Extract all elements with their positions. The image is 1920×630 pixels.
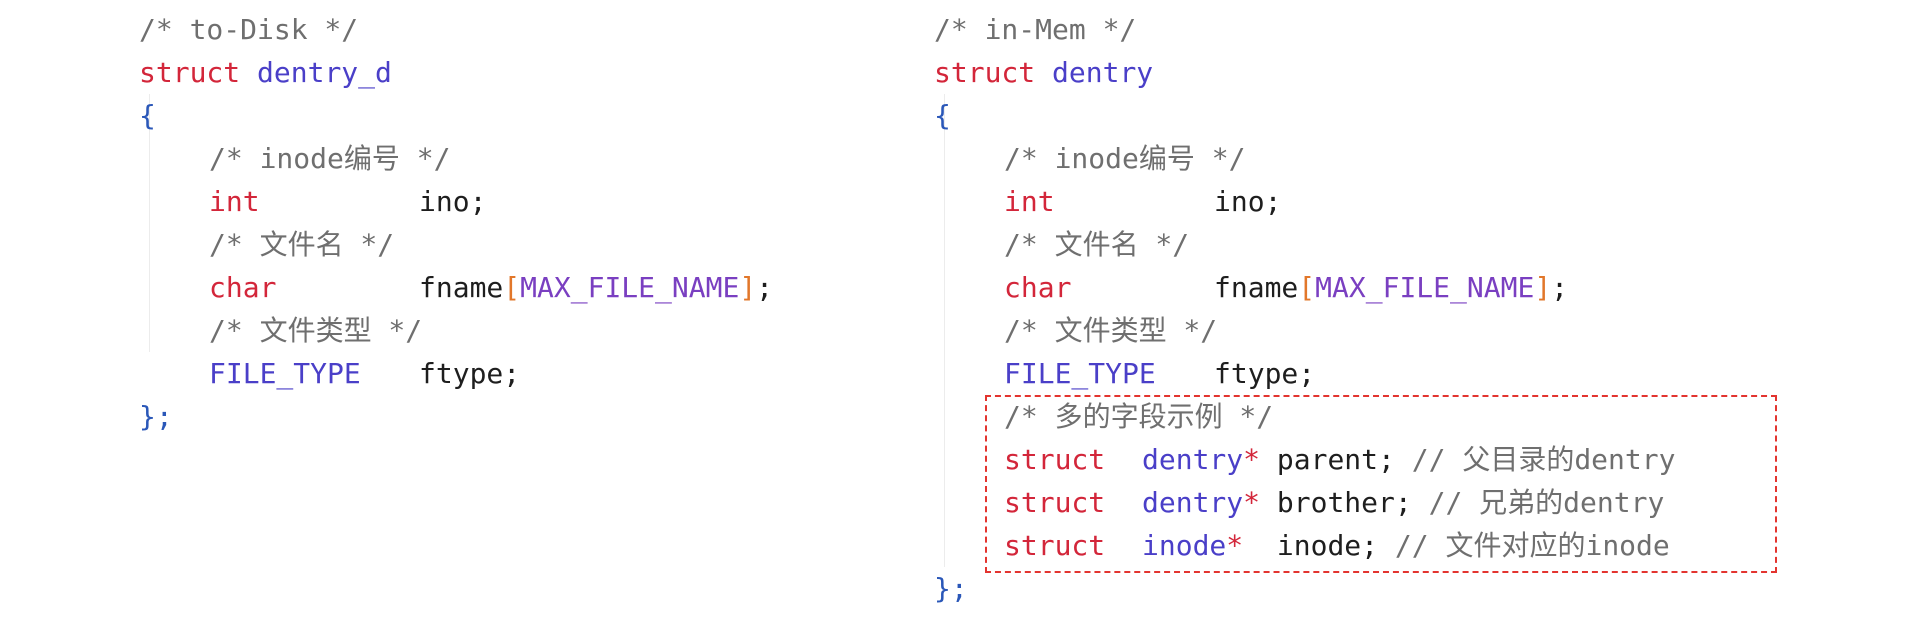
close-brace: }; — [934, 567, 968, 610]
field-name: fname — [1214, 271, 1299, 304]
semicolon: ; — [503, 357, 521, 390]
semicolon: ; — [1264, 185, 1282, 218]
field-ino: int ino; — [209, 180, 486, 223]
struct-keyword: struct — [139, 56, 241, 89]
struct-declaration: struct dentry — [934, 51, 1153, 94]
close-bracket: ] — [1534, 271, 1552, 304]
inline-comment: // 父目录的dentry — [1411, 443, 1676, 476]
array-size-macro: MAX_FILE_NAME — [520, 271, 740, 304]
extra-field-parent: struct dentry* parent; // 父目录的dentry — [1004, 438, 1675, 481]
field-name: ino — [1214, 185, 1265, 218]
header-comment: /* in-Mem */ — [934, 13, 1137, 46]
pointer-star: * — [1243, 443, 1261, 476]
field-comment: /* inode编号 */ — [209, 142, 451, 175]
field-ino: int ino; — [1004, 180, 1281, 223]
struct-name: dentry_d — [257, 56, 392, 89]
field-comment: /* inode编号 */ — [1004, 142, 1246, 175]
field-comment: /* 文件类型 */ — [1004, 314, 1218, 347]
semicolon: ; — [1378, 443, 1395, 476]
semicolon: ; — [469, 185, 487, 218]
code-panel-to-disk: /* to-Disk */ struct dentry_d { /* inode… — [139, 8, 859, 433]
field-ftype: FILE_TYPE ftype; — [1004, 352, 1315, 395]
field-type: char — [1004, 271, 1072, 304]
array-size-macro: MAX_FILE_NAME — [1315, 271, 1535, 304]
field-type: FILE_TYPE — [209, 357, 361, 390]
open-brace: { — [139, 99, 156, 132]
inline-comment: // 兄弟的dentry — [1428, 486, 1665, 519]
semicolon: ; — [756, 271, 774, 304]
field-name: ftype — [1214, 357, 1299, 390]
close-bracket: ] — [739, 271, 757, 304]
field-type: inode — [1142, 529, 1227, 562]
field-type: dentry — [1142, 486, 1244, 519]
field-name: ino — [419, 185, 470, 218]
field-comment: /* 文件类型 */ — [209, 314, 423, 347]
pointer-star: * — [1243, 486, 1261, 519]
struct-name: dentry — [1052, 56, 1154, 89]
open-brace: { — [934, 99, 951, 132]
field-type: char — [209, 271, 277, 304]
field-type: int — [209, 185, 260, 218]
field-name: fname — [419, 271, 504, 304]
semicolon: ; — [1394, 486, 1412, 519]
field-fname: char fname[MAX_FILE_NAME]; — [1004, 266, 1568, 309]
field-comment: /* 文件名 */ — [209, 228, 395, 261]
extra-fields-highlight-box — [985, 395, 1777, 573]
inline-comment: // 文件对应的inode — [1394, 529, 1670, 562]
field-name: parent — [1276, 443, 1379, 476]
field-type: int — [1004, 185, 1055, 218]
semicolon: ; — [1298, 357, 1316, 390]
field-comment: /* 文件名 */ — [1004, 228, 1190, 261]
field-ftype: FILE_TYPE ftype; — [209, 352, 520, 395]
semicolon: ; — [1361, 529, 1379, 562]
open-bracket: [ — [1298, 271, 1316, 304]
header-comment: /* to-Disk */ — [139, 13, 359, 46]
struct-keyword: struct — [934, 56, 1036, 89]
extra-field-brother: struct dentry* brother; // 兄弟的dentry — [1004, 481, 1664, 524]
field-name: brother — [1276, 486, 1395, 519]
field-type: FILE_TYPE — [1004, 357, 1156, 390]
struct-keyword: struct — [1004, 443, 1106, 476]
semicolon: ; — [1551, 271, 1569, 304]
indent-guide — [149, 94, 150, 352]
close-brace-text: }; — [139, 400, 173, 433]
close-brace-text: }; — [934, 572, 968, 605]
struct-keyword: struct — [1004, 486, 1106, 519]
field-name: ftype — [419, 357, 504, 390]
indent-guide — [944, 94, 945, 567]
code-panel-in-mem: /* in-Mem */ struct dentry { /* inode编号 … — [934, 8, 1794, 608]
struct-keyword: struct — [1004, 529, 1106, 562]
struct-declaration: struct dentry_d — [139, 51, 392, 94]
extra-fields-comment: /* 多的字段示例 */ — [1004, 400, 1274, 433]
pointer-star: * — [1226, 529, 1244, 562]
field-type: dentry — [1142, 443, 1244, 476]
field-fname: char fname[MAX_FILE_NAME]; — [209, 266, 773, 309]
close-brace: }; — [139, 395, 173, 438]
open-bracket: [ — [503, 271, 521, 304]
field-name: inode — [1276, 529, 1362, 562]
